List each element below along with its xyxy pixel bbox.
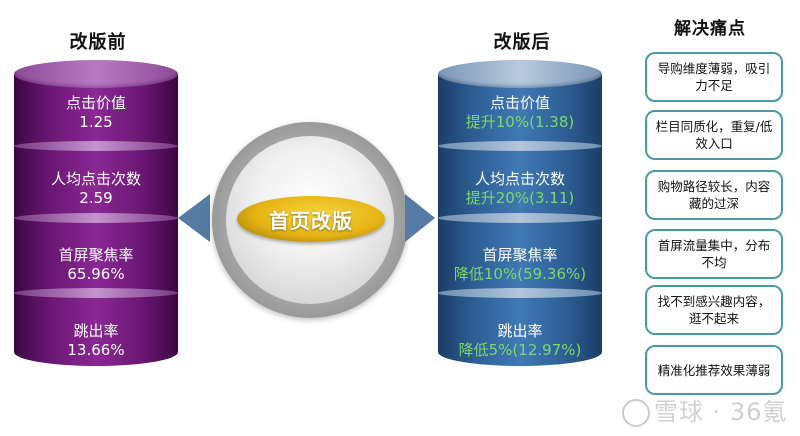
before-segment-bounce-rate: 跳出率 13.66%: [14, 322, 178, 360]
segment-divider: [14, 141, 178, 151]
pain-point-item: 首屏流量集中，分布不均: [645, 229, 783, 279]
after-segment-clicks-per-user: 人均点击次数 提升20%(3.11): [438, 170, 602, 208]
after-segment-focus-rate: 首屏聚焦率 降低10%(59.36%): [438, 246, 602, 284]
before-cylinder: 点击价值 1.25 人均点击次数 2.59 首屏聚焦率 65.96% 跳出率 1…: [14, 60, 178, 380]
segment-divider: [438, 141, 602, 151]
segment-label: 人均点击次数: [50, 170, 141, 188]
segment-divider: [14, 213, 178, 223]
pain-points-title: 解决痛点: [674, 19, 746, 39]
watermark-logo-icon: [622, 399, 650, 427]
after-title: 改版后: [493, 32, 551, 53]
segment-label: 首屏聚焦率: [482, 246, 558, 264]
segment-label: 点击价值: [489, 94, 550, 112]
before-segment-clicks-per-user: 人均点击次数 2.59: [14, 170, 178, 208]
segment-value: 提升20%(3.11): [465, 189, 575, 207]
after-segment-bounce-rate: 跳出率 降低5%(12.97%): [438, 322, 602, 360]
segment-value: 降低10%(59.36%): [453, 265, 587, 283]
segment-divider: [438, 288, 602, 298]
before-segment-focus-rate: 首屏聚焦率 65.96%: [14, 246, 178, 284]
segment-label: 跳出率: [73, 322, 119, 340]
segment-value: 1.25: [79, 113, 113, 131]
homepage-redesign-badge: 首页改版: [237, 196, 385, 242]
segment-divider: [438, 213, 602, 223]
segment-value: 2.59: [79, 189, 113, 207]
before-segment-click-value: 点击价值 1.25: [14, 94, 178, 132]
pain-point-item: 找不到感兴趣内容，逛不起来: [645, 285, 783, 335]
segment-value: 降低5%(12.97%): [458, 341, 582, 359]
before-title: 改版前: [69, 32, 127, 53]
pain-point-item: 导购维度薄弱，吸引力不足: [645, 52, 783, 102]
arrow-right-icon: [405, 194, 435, 242]
after-segment-click-value: 点击价值 提升10%(1.38): [438, 94, 602, 132]
segment-label: 人均点击次数: [474, 170, 565, 188]
watermark: 雪球 · 36氪: [622, 392, 787, 427]
cylinder-top: [438, 60, 602, 88]
segment-value: 提升10%(1.38): [465, 113, 575, 131]
segment-value: 13.66%: [67, 341, 125, 359]
cylinder-top: [14, 60, 178, 88]
segment-label: 点击价值: [65, 94, 126, 112]
segment-value: 65.96%: [67, 265, 125, 283]
arrow-left-icon: [178, 194, 210, 242]
pain-point-item: 栏目同质化，重复/低效入口: [645, 110, 783, 160]
after-cylinder: 点击价值 提升10%(1.38) 人均点击次数 提升20%(3.11) 首屏聚焦…: [438, 60, 602, 380]
segment-label: 首屏聚焦率: [58, 246, 134, 264]
pain-point-item: 购物路径较长，内容藏的过深: [645, 170, 783, 220]
segment-label: 跳出率: [497, 322, 543, 340]
watermark-text: 雪球 · 36氪: [654, 398, 788, 426]
pain-point-item: 精准化推荐效果薄弱: [645, 345, 783, 395]
segment-divider: [14, 288, 178, 298]
